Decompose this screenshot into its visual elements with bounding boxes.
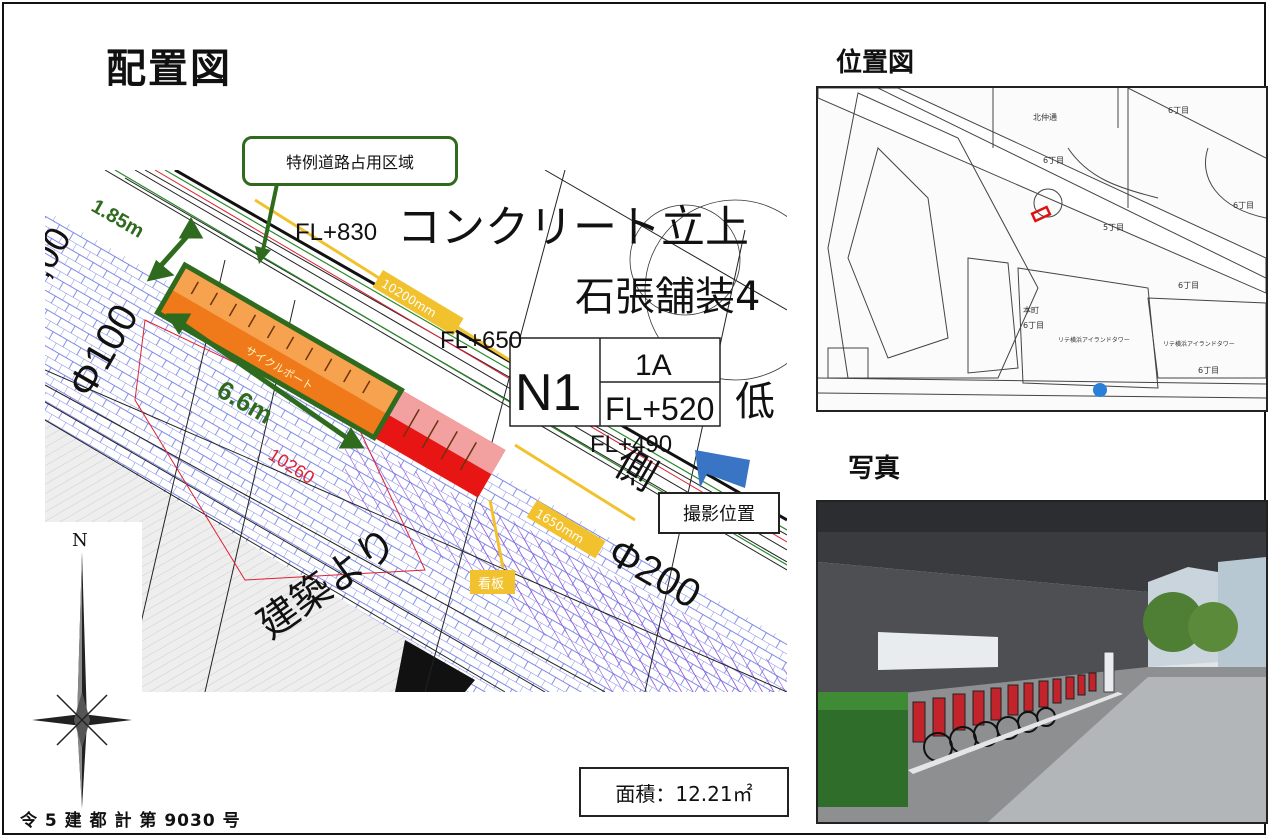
map-label-tower2: リテ横浜アイランドタワー	[1163, 340, 1235, 348]
station-icon	[1093, 383, 1107, 397]
fl830-text: FL+830	[295, 219, 377, 246]
layout-plan: サイクルポート 10200mm 1650mm 看板	[45, 170, 787, 692]
map-label-honcho: 本町	[1023, 305, 1039, 315]
map-label-tower1: リテ横浜アイランドタワー	[1058, 336, 1130, 344]
low-text: 低	[735, 379, 775, 425]
compass-north-label: N	[72, 530, 88, 551]
occupancy-callout: 特例道路占用区域	[242, 136, 458, 186]
shoot-arrow	[695, 450, 750, 488]
site-photo	[816, 500, 1268, 824]
sign-tag	[470, 570, 515, 594]
map-label-6a: 6丁目	[1168, 106, 1189, 115]
fl490-text: FL+490	[590, 431, 672, 458]
concrete-text: コンクリート立上	[397, 202, 749, 253]
map-drawing: 6丁目 北仲通 6丁目 5丁目 6丁目 本町 6丁目 リテ横浜アイランドタワー …	[818, 88, 1266, 410]
map-label-6c: 6丁目	[1178, 281, 1199, 290]
photo-scene	[818, 502, 1266, 822]
plan-drawing: サイクルポート 10200mm 1650mm 看板	[45, 170, 787, 692]
map-label-5: 5丁目	[1103, 223, 1124, 232]
compass-star-icon	[32, 552, 132, 808]
area-label: 面積：12.21㎡	[579, 767, 789, 817]
sign-label: 看板	[478, 576, 504, 592]
map-label-6e: 6丁目	[1198, 366, 1219, 375]
location-map: 6丁目 北仲通 6丁目 5丁目 6丁目 本町 6丁目 リテ横浜アイランドタワー …	[816, 86, 1268, 412]
shoot-position-label: 撮影位置	[658, 492, 780, 534]
zone-border	[154, 261, 405, 442]
n1-text: N1	[515, 364, 581, 422]
photo-hedge	[818, 697, 908, 807]
n1-type: 1A	[635, 349, 672, 382]
callout-pointer	[255, 184, 279, 264]
fl650-text: FL+650	[440, 327, 522, 354]
map-label-6d: 6丁目	[1023, 321, 1044, 330]
map-label-6b: 6丁目	[1043, 156, 1064, 165]
site-marker-icon	[1030, 205, 1052, 223]
photo-title: 写真	[848, 454, 901, 484]
permit-number: 令 5 建 都 計 第 9030 号	[20, 811, 241, 831]
stone-text: 石張舗装4	[575, 274, 760, 320]
location-title: 位置図	[836, 48, 915, 78]
compass: N	[32, 522, 142, 812]
map-label-kita: 北仲通	[1033, 112, 1057, 122]
map-label-6f: 6丁目	[1233, 201, 1254, 210]
n1-marker	[509, 337, 721, 427]
layout-title: 配置図	[106, 46, 232, 92]
fl520-text: FL+520	[605, 391, 714, 427]
